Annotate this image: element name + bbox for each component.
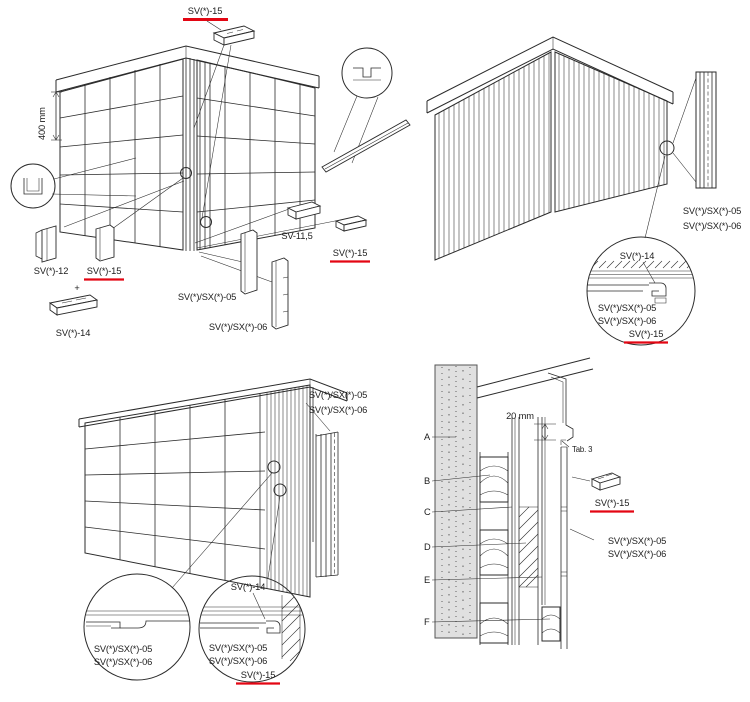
label-sv12: SV(*)-12	[34, 266, 68, 276]
panel-vertical-slat-corner: SV(*)/SX(*)-05 SV(*)/SX(*)-06 SV(*)-14 S…	[426, 36, 741, 346]
piece-sv11-5: SV-11,5	[281, 201, 322, 241]
label-layer-e: E	[424, 575, 430, 585]
panel-horizontal-panel-corner: SV(*)-15	[10, 6, 411, 338]
top-clip-callout: SV(*)-15	[183, 6, 256, 219]
leader-line	[644, 155, 666, 239]
label-svsx05: SV(*)/SX(*)-05	[94, 644, 152, 654]
label-svsx05: SV(*)/SX(*)-05	[683, 206, 741, 216]
detail-circle: SV(*)-14 SV(*)/SX(*)-05 SV(*)/SX(*)-06 S…	[586, 236, 696, 346]
profile-labels-right: SV(*)/SX(*)-05 SV(*)/SX(*)-06	[569, 528, 666, 559]
detail-circle-right: SV(*)-14 SV(*)/SX(*)-05 SV(*)/SX(*)-06 S…	[198, 575, 306, 685]
left-face-slats	[434, 51, 552, 261]
label-sv15: SV(*)-15	[629, 329, 663, 339]
trim-callout-circle-top-right	[333, 47, 393, 164]
edge-profile-strip	[305, 402, 339, 578]
label-sv11-5: SV-11,5	[281, 231, 312, 241]
label-sv14: SV(*)-14	[56, 328, 90, 338]
piece-svsx06: SV(*)/SX(*)-06	[209, 257, 289, 332]
air-gap-layer-e	[541, 417, 561, 642]
piece-sv14: SV(*)-14	[48, 294, 99, 338]
leader-lines	[63, 177, 336, 283]
label-layer-d: D	[424, 542, 431, 552]
detail-circle-left: SV(*)/SX(*)-05 SV(*)/SX(*)-06	[83, 573, 191, 681]
leader-line	[171, 472, 273, 589]
label-svsx06: SV(*)/SX(*)-06	[94, 657, 152, 667]
label-layer-a: A	[424, 432, 431, 442]
label-sv15-top: SV(*)-15	[188, 6, 222, 16]
label-plus: +	[74, 283, 79, 293]
panel-mixed-siding-wall: SV(*)/SX(*)-05 SV(*)/SX(*)-06 SV(*)/SX(*…	[78, 378, 367, 685]
piece-sv12: SV(*)-12	[34, 225, 68, 276]
siding-layer-f	[560, 446, 568, 649]
label-svsx05: SV(*)/SX(*)-05	[598, 303, 656, 313]
label-sv15: SV(*)-15	[87, 266, 121, 276]
detail-marker-circle	[273, 483, 287, 497]
label-svsx05: SV(*)/SX(*)-05	[309, 390, 367, 400]
panel-wall-section-detail: 20 mm Tab. 3 SV(*)-15	[424, 357, 666, 649]
edge-profile-strip	[672, 71, 717, 189]
label-svsx06: SV(*)/SX(*)-06	[598, 316, 656, 326]
label-svsx06: SV(*)/SX(*)-06	[209, 656, 267, 666]
concrete-wall-layer	[434, 364, 478, 639]
right-face-slats	[554, 51, 668, 213]
label-sv15: SV(*)-15	[333, 248, 367, 258]
piece-svsx05: SV(*)/SX(*)-05	[178, 229, 258, 302]
label-sv14: SV(*)-14	[231, 582, 265, 592]
label-layer-b: B	[424, 476, 430, 486]
detail-marker-circle	[659, 140, 675, 156]
wall-face	[84, 384, 314, 598]
label-svsx06: SV(*)/SX(*)-06	[683, 221, 741, 231]
label-layer-c: C	[424, 507, 431, 517]
soffit-and-flashing	[476, 357, 594, 442]
label-svsx05: SV(*)/SX(*)-05	[178, 292, 236, 302]
label-layer-f: F	[424, 617, 430, 627]
left-face-grid-panels	[59, 58, 184, 251]
detail-marker-circle	[267, 460, 281, 474]
label-sv15: SV(*)-15	[241, 670, 275, 680]
membrane-layer-c	[511, 417, 516, 645]
label-svsx06: SV(*)/SX(*)-06	[309, 405, 367, 415]
piece-sv15-left: SV(*)-15	[84, 224, 124, 281]
right-face-grid-panels	[196, 59, 316, 251]
batten-layer-b	[479, 452, 509, 645]
label-svsx06: SV(*)/SX(*)-06	[209, 322, 267, 332]
leader-line	[267, 495, 281, 579]
dimension-20mm: 20 mm	[506, 411, 556, 441]
label-svsx05: SV(*)/SX(*)-05	[608, 536, 666, 546]
corner-profile-strip	[180, 58, 212, 251]
perimeter-trim-strip	[321, 119, 411, 173]
tab3-note: Tab. 3	[560, 439, 592, 454]
layer-letter-labels: A B C D E F	[424, 432, 551, 627]
detail-marker-circle	[200, 216, 212, 228]
counter-batten-layer-d	[518, 417, 539, 645]
label-sv14: SV(*)-14	[620, 251, 654, 261]
piece-sv15-right: SV(*)-15	[330, 215, 370, 263]
corner-profile-callout-circle	[10, 157, 137, 209]
coping-band	[55, 45, 320, 93]
label-400mm: 400 mm	[37, 107, 47, 140]
label-svsx06: SV(*)/SX(*)-06	[608, 549, 666, 559]
label-sv15: SV(*)-15	[595, 498, 629, 508]
label-svsx05: SV(*)/SX(*)-05	[209, 643, 267, 653]
dimension-400mm: 400 mm	[37, 91, 62, 141]
detail-marker-circle	[180, 167, 192, 179]
label-tab3: Tab. 3	[572, 445, 592, 454]
label-20mm: 20 mm	[506, 411, 534, 421]
clip-piece-sv15: SV(*)-15	[571, 472, 634, 513]
